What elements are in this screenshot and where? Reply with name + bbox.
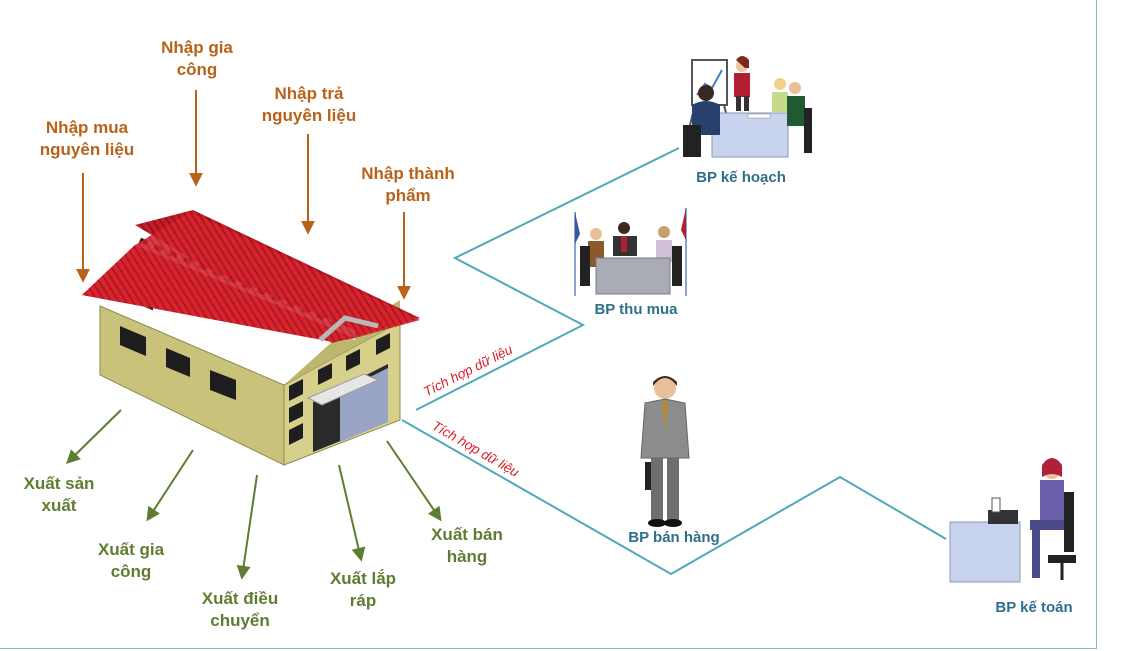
label-bp-thu-mua: BP thu mua bbox=[594, 301, 678, 318]
label-nhap-tra-nguyen-lieu: Nhập trả nguyên liệu bbox=[261, 84, 357, 125]
arrow-xuat-ban-hang bbox=[386, 440, 442, 522]
connector-lower-line bbox=[401, 419, 947, 576]
label-bp-ke-hoach: BP kế hoạch bbox=[696, 169, 786, 186]
frame-border bbox=[0, 0, 1097, 649]
label-nhap-gia-cong: Nhập gia công bbox=[161, 38, 233, 79]
purchasing-department-icon bbox=[574, 208, 687, 296]
label-bp-ke-toan: BP kế toán bbox=[995, 599, 1073, 616]
warehouse-icon bbox=[82, 210, 420, 466]
label-xuat-gia-cong: Xuất gia công bbox=[97, 540, 165, 581]
label-xuat-lap-rap: Xuất lắp ráp bbox=[329, 569, 397, 610]
label-nhap-thanh-pham: Nhập thành phẩm bbox=[361, 164, 455, 205]
label-nhap-mua: Nhập mua nguyên liệu bbox=[39, 118, 135, 159]
planning-department-icon bbox=[683, 56, 812, 158]
label-xuat-dieu-chuyen: Xuất điều chuyển bbox=[201, 589, 279, 630]
label-xuat-ban-hang: Xuất bán hàng bbox=[431, 525, 503, 566]
arrow-xuat-dieu-chuyen bbox=[236, 474, 258, 580]
arrow-xuat-lap-rap bbox=[338, 464, 366, 562]
sales-department-icon bbox=[640, 376, 690, 527]
arrow-xuat-gia-cong bbox=[146, 449, 194, 522]
arrow-xuat-san-xuat bbox=[66, 409, 122, 464]
label-bp-ban-hang: BP bán hàng bbox=[628, 529, 720, 546]
label-xuat-san-xuat: Xuất sản xuất bbox=[23, 474, 95, 515]
output-arrows bbox=[66, 409, 442, 580]
accounting-department-icon bbox=[949, 458, 1076, 583]
input-arrows bbox=[76, 90, 411, 300]
connector-upper-line bbox=[415, 147, 680, 411]
